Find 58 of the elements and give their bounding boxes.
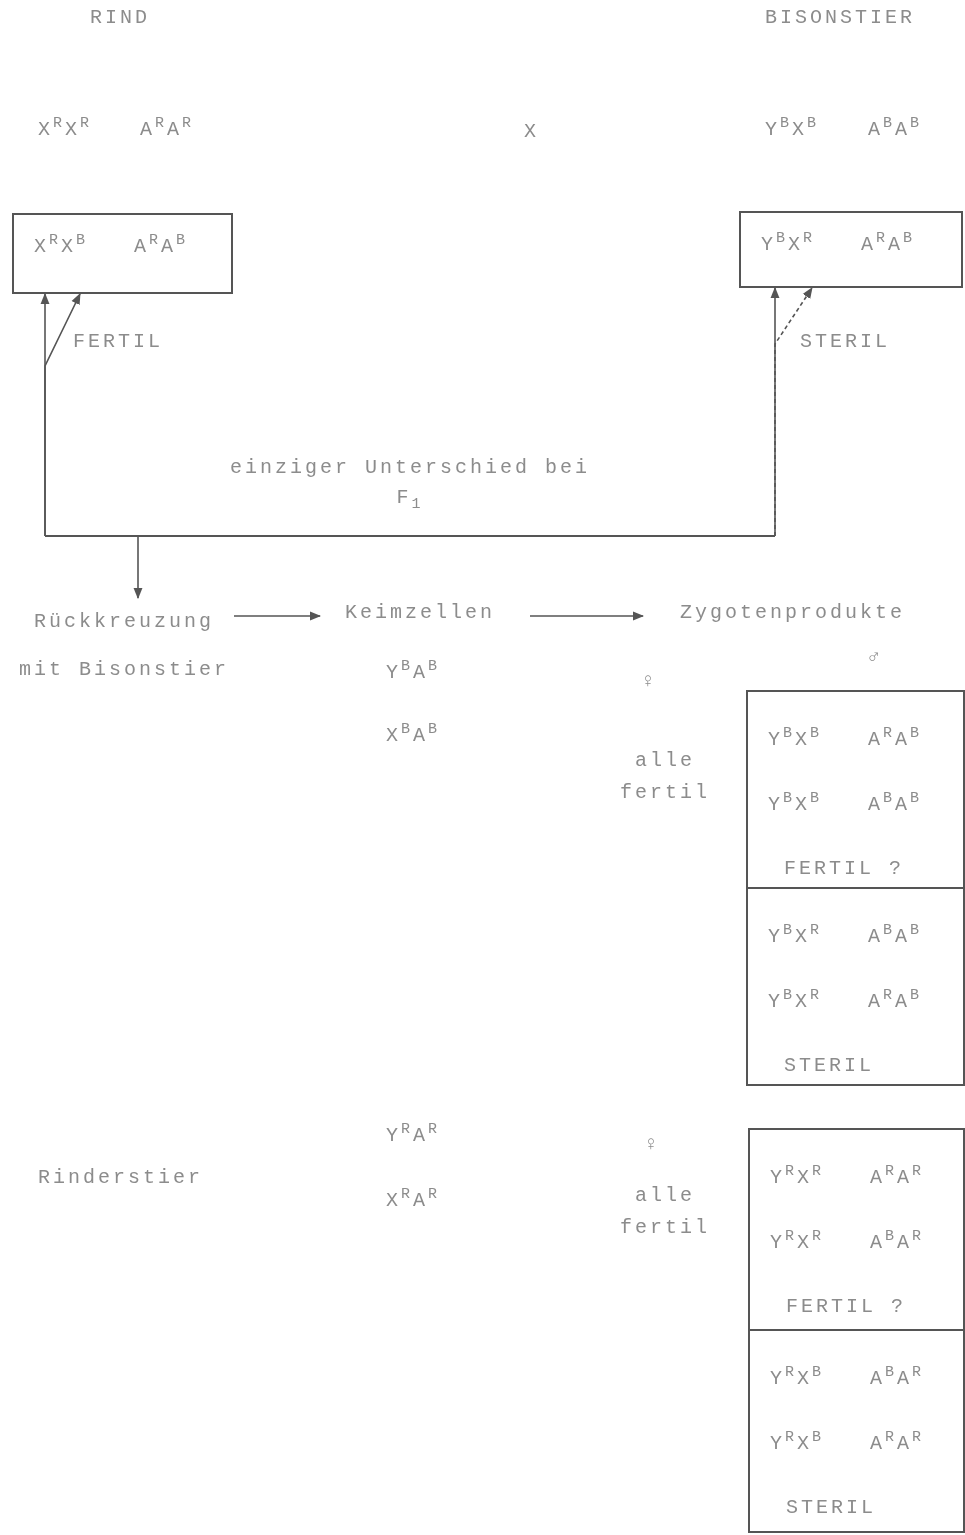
annotation-text: Zygotenprodukte	[655, 598, 930, 628]
genotype-label: A$^{R}$A$^{B}$	[868, 724, 923, 752]
arrow	[774, 287, 813, 537]
genotype-label: Y$^{R}$X$^{B}$	[770, 1428, 825, 1456]
genotype-box	[748, 1329, 965, 1533]
genotype-label: X$^{R}$X$^{B}$	[34, 231, 89, 259]
arrow	[233, 611, 322, 621]
genotype-box	[746, 887, 965, 1086]
bracket-annotation: einziger Unterschied bei F$_{1}$	[45, 453, 775, 537]
fertility-label: FERTIL	[73, 330, 163, 354]
genotype-label: Y$^{R}$X$^{R}$	[770, 1227, 825, 1255]
genotype-label: A$^{R}$A$^{R}$	[870, 1162, 925, 1190]
genotype-label: A$^{B}$A$^{B}$	[868, 789, 923, 817]
genotype-box	[746, 690, 965, 889]
gamete-label: Y$^{B}$A$^{B}$	[386, 657, 441, 685]
fertility-label: STERIL	[800, 330, 890, 354]
genotype-label: A$^{R}$A$^{B}$	[861, 229, 916, 257]
annotation-text: Rinderstier	[38, 1166, 204, 1190]
fertility-note: alle fertil	[619, 1183, 711, 1241]
fertility-label: STERIL	[786, 1496, 876, 1520]
annotation-text: Rückkreuzung mit Bisonstier	[14, 598, 234, 694]
genotype-label: A$^{R}$A$^{R}$	[140, 114, 195, 142]
genotype-box	[748, 1128, 965, 1331]
arrow	[133, 536, 143, 600]
gamete-label: X$^{B}$A$^{B}$	[386, 720, 441, 748]
fertility-label: STERIL	[784, 1054, 874, 1078]
genotype-label: Y$^{R}$X$^{B}$	[770, 1363, 825, 1391]
cross-symbol: X	[524, 120, 539, 144]
genotype-label: Y$^{R}$X$^{R}$	[770, 1162, 825, 1190]
fertility-label: FERTIL ?	[786, 1295, 906, 1319]
genotype-label: A$^{B}$A$^{B}$	[868, 921, 923, 949]
female-symbol: ♀	[645, 1133, 660, 1157]
arrow	[44, 293, 81, 537]
genotype-label: Y$^{B}$X$^{R}$	[761, 229, 816, 257]
annotation-text: Keimzellen	[330, 598, 510, 628]
genotype-label: Y$^{B}$X$^{B}$	[768, 724, 823, 752]
heading: RIND	[90, 6, 150, 30]
gamete-label: Y$^{R}$A$^{R}$	[386, 1120, 441, 1148]
genotype-label: A$^{R}$A$^{B}$	[868, 986, 923, 1014]
genotype-label: Y$^{B}$X$^{B}$	[768, 789, 823, 817]
genotype-label: Y$^{B}$X$^{R}$	[768, 921, 823, 949]
genotype-label: A$^{B}$A$^{B}$	[868, 114, 923, 142]
genotype-label: X$^{R}$X$^{R}$	[38, 114, 93, 142]
genotype-label: Y$^{B}$X$^{R}$	[768, 986, 823, 1014]
female-symbol: ♀	[642, 670, 657, 694]
genotype-label: A$^{R}$A$^{R}$	[870, 1428, 925, 1456]
genotype-label: A$^{R}$A$^{B}$	[134, 231, 189, 259]
heading: BISONSTIER	[765, 6, 916, 30]
fertility-label: FERTIL ?	[784, 857, 904, 881]
male-symbol: ♂	[868, 645, 883, 669]
arrow	[529, 611, 645, 621]
genotype-label: Y$^{B}$X$^{B}$	[765, 114, 820, 142]
gamete-label: X$^{R}$A$^{R}$	[386, 1185, 441, 1213]
genotype-label: A$^{B}$A$^{R}$	[870, 1363, 925, 1391]
genotype-label: A$^{B}$A$^{R}$	[870, 1227, 925, 1255]
genotype-box	[739, 211, 963, 288]
genotype-box	[12, 213, 233, 294]
fertility-note: alle fertil	[619, 748, 711, 806]
